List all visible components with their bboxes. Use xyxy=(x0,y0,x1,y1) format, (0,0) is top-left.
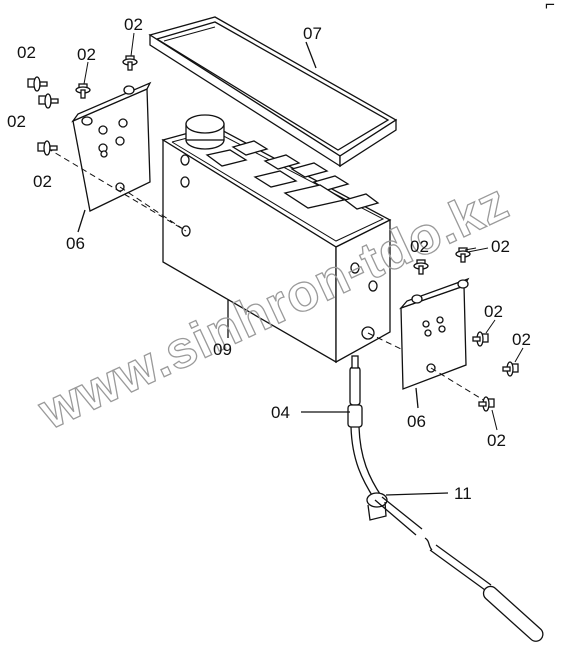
sensor-cable xyxy=(374,496,544,642)
leader-11 xyxy=(385,492,449,496)
cable-clamp xyxy=(366,492,388,521)
label-02: 02 xyxy=(17,43,36,62)
label-02: 02 xyxy=(487,431,506,450)
label-09: 09 xyxy=(213,340,232,359)
temperature-sensor xyxy=(347,355,383,501)
left-bracket xyxy=(71,81,152,212)
label-06: 06 xyxy=(407,412,426,431)
battery-lid xyxy=(148,16,398,168)
label-06: 06 xyxy=(66,234,85,253)
label-02: 02 xyxy=(7,112,26,131)
right-bracket xyxy=(398,277,470,390)
label-02: 02 xyxy=(77,45,96,64)
label-04: 04 xyxy=(271,403,290,422)
label-11: 11 xyxy=(454,484,472,503)
leaders-02 xyxy=(83,32,524,431)
bolt-parts xyxy=(27,55,519,412)
label-02: 02 xyxy=(512,330,531,349)
label-02: 02 xyxy=(124,15,143,34)
label-02: 02 xyxy=(484,302,503,321)
label-02: 02 xyxy=(33,172,52,191)
corner-mark: ⌐ xyxy=(545,0,555,14)
battery-body xyxy=(161,114,392,364)
leader-07 xyxy=(305,41,317,69)
label-07: 07 xyxy=(303,24,322,43)
label-02: 02 xyxy=(410,237,429,256)
label-02: 02 xyxy=(491,237,510,256)
leader-06-left xyxy=(77,209,86,233)
leader-06-right xyxy=(415,387,419,409)
